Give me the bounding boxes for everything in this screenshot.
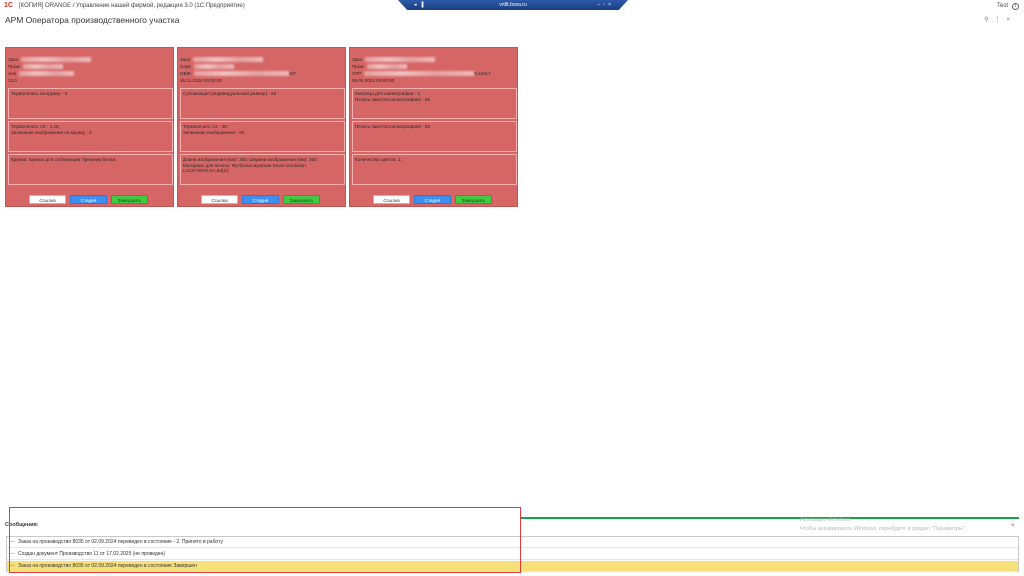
windows-activation-watermark: Активация Windows Чтобы активировать Win… xyxy=(800,516,966,534)
order-meta-line: Пром xyxy=(352,64,364,69)
finish-button[interactable]: Завершить xyxy=(283,195,320,204)
stage-button[interactable]: Стадия xyxy=(70,195,107,204)
link-icon[interactable]: ⚲ xyxy=(984,17,995,23)
works-text: Термопечать А3 - 36; Запекание изображен… xyxy=(183,124,245,135)
order-meta-suffix: N.UN17 xyxy=(474,71,491,76)
redacted-text xyxy=(21,57,91,63)
order-meta-line: Пром xyxy=(8,64,20,69)
order-meta-line: 26.11.2024 00:00:00 xyxy=(180,78,222,83)
order-meta-line: Зака xyxy=(8,57,18,62)
order-meta: Зака Пром УПР N.UN17 06.06.2024 00:00:00 xyxy=(352,56,517,84)
operations-box: Термопечать на кружку - 5 xyxy=(8,88,173,119)
order-meta-line: 06.06.2024 00:00:00 xyxy=(352,78,395,83)
materials-box: Кружка: Кружка для сублимации Премиум,бе… xyxy=(8,154,173,185)
messages-close-icon[interactable]: × xyxy=(1011,523,1015,529)
dash-icon: — xyxy=(10,551,15,557)
materials-text: Длина изображения (мм): 350; Ширина изоб… xyxy=(183,157,318,174)
annotation-highlight xyxy=(9,507,521,573)
info-icon[interactable]: i xyxy=(1012,3,1019,10)
messages-title: Сообщения: xyxy=(5,522,39,528)
works-box: Термопечать А3 - 36; Запекание изображен… xyxy=(180,121,345,152)
finish-button[interactable]: Завершить xyxy=(455,195,492,204)
dash-icon: — xyxy=(10,539,15,545)
materials-box: Длина изображения (мм): 350; Ширина изоб… xyxy=(180,154,345,185)
operations-box: Сублимация (индивидуальный размер) - 63 xyxy=(180,88,345,119)
link-button[interactable]: Ссылка xyxy=(201,195,238,204)
message-item[interactable]: —Заказ на производство 8035 от 02.09.202… xyxy=(7,537,1018,548)
remote-host-name: vn8t.boxa.ru xyxy=(499,2,527,8)
redacted-text xyxy=(193,64,234,70)
link-button[interactable]: Ссылка xyxy=(373,195,410,204)
order-meta-line: ОБЖ xyxy=(180,71,191,76)
stage-button[interactable]: Стадия xyxy=(242,195,279,204)
works-text: Термопечать А3 - 1,26; Запекание изображ… xyxy=(11,124,92,135)
close-icon[interactable]: × xyxy=(1006,17,1016,23)
redacted-text xyxy=(365,57,435,63)
operations-box: Матрица для шелкографии - 1; Печать паке… xyxy=(352,88,517,119)
message-item[interactable]: —Создан документ Производство 11 от 17.0… xyxy=(7,549,1018,560)
message-text: Заказ на производство 8035 от 02.09.2024… xyxy=(18,563,197,569)
operations-text: Матрица для шелкографии - 1; Печать паке… xyxy=(355,91,430,102)
redacted-text xyxy=(364,71,475,77)
progress-divider xyxy=(521,517,1019,519)
link-button[interactable]: Ссылка xyxy=(29,195,66,204)
order-meta-line: Зака xyxy=(180,57,190,62)
1c-logo-icon: 1С xyxy=(4,2,13,9)
remote-window-controls[interactable]: –▫× xyxy=(597,2,614,8)
works-box: Термопечать А3 - 1,26; Запекание изображ… xyxy=(8,121,173,152)
order-meta-line: УПР xyxy=(352,71,362,76)
message-text: Заказ на производство 8035 от 02.09.2024… xyxy=(18,539,223,545)
redacted-text xyxy=(366,64,407,70)
remote-desktop-bar[interactable]: ◂ ▐ vn8t.boxa.ru –▫× xyxy=(398,0,628,10)
order-meta-line: Серв xyxy=(180,64,191,69)
dash-icon: — xyxy=(10,563,15,569)
materials-text: Кружка: Кружка для сублимации Премиум,бе… xyxy=(11,157,117,162)
redacted-text xyxy=(22,64,63,70)
redacted-text xyxy=(193,71,289,77)
operations-text: Термопечать на кружку - 5 xyxy=(11,91,68,96)
header-actions[interactable]: ⚲⋮× xyxy=(984,16,1016,23)
remote-pin-icon[interactable]: ◂ ▐ xyxy=(414,2,425,8)
order-meta-line: 13.0 xyxy=(8,78,17,83)
works-text: Печать пакетов шелкографией - 65 xyxy=(355,124,430,129)
current-user[interactable]: Test xyxy=(996,3,1008,9)
order-meta: Зака Серв ОБЖ ЖТ 26.11.2024 00:00:00 xyxy=(180,56,345,84)
order-meta: Зака Пром Анн 13.0 xyxy=(8,56,173,84)
watermark-text: Чтобы активировать Windows, перейдите в … xyxy=(800,526,967,532)
materials-box: Количество цветов: 1; xyxy=(352,154,517,185)
redacted-text xyxy=(19,71,75,77)
order-card-1: Зака Пром Анн 13.0 Термопечать на кружку… xyxy=(5,47,174,207)
order-meta-line: Зака xyxy=(352,57,362,62)
message-item-selected[interactable]: —Заказ на производство 8035 от 02.09.202… xyxy=(7,561,1018,572)
order-meta-suffix: ЖТ xyxy=(288,71,296,76)
works-box: Печать пакетов шелкографией - 65 xyxy=(352,121,517,152)
stage-button[interactable]: Стадия xyxy=(414,195,451,204)
redacted-text xyxy=(193,57,263,63)
watermark-title: Активация Windows xyxy=(800,517,851,523)
finish-button[interactable]: Завершить xyxy=(111,195,148,204)
page-title: АРМ Оператора производственного участка xyxy=(5,15,180,25)
order-card-2: Зака Серв ОБЖ ЖТ 26.11.2024 00:00:00 Субл… xyxy=(177,47,346,207)
message-text: Создан документ Производство 11 от 17.02… xyxy=(18,551,166,557)
order-meta-line: Анн xyxy=(8,71,17,76)
more-icon[interactable]: ⋮ xyxy=(994,17,1007,23)
materials-text: Количество цветов: 1; xyxy=(355,157,402,162)
operations-text: Сублимация (индивидуальный размер) - 63 xyxy=(183,91,277,96)
messages-list[interactable]: —Заказ на производство 8035 от 02.09.202… xyxy=(6,536,1019,572)
window-title: [КОПИЯ] ORANGE / Управление нашей фирмой… xyxy=(19,3,245,9)
